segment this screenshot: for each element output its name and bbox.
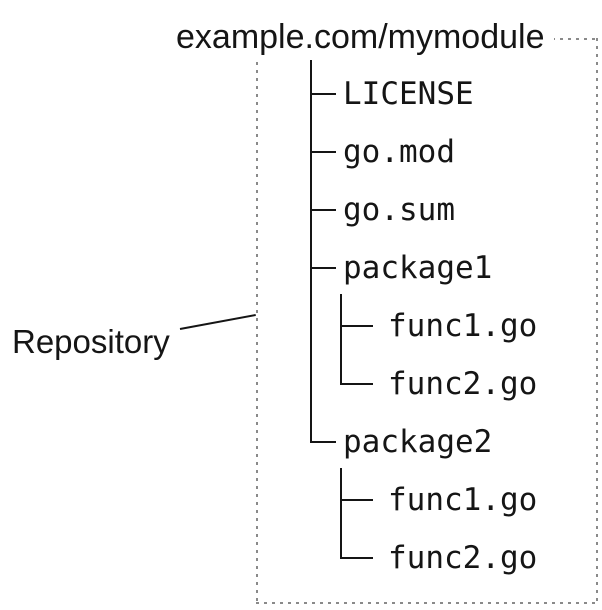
boundary-bottom-edge [256, 602, 598, 604]
tree-sub-branch-line [340, 325, 373, 327]
tree-item-label: package2 [343, 424, 493, 460]
tree-item-label: go.mod [343, 134, 455, 170]
tree-branch-line [310, 209, 336, 211]
tree-item-label: LICENSE [343, 76, 474, 112]
tree-sub-branch-line [340, 557, 373, 559]
tree-subitem-label: func2.go [388, 540, 538, 576]
tree-sub-branch-line [340, 383, 373, 385]
repository-annotation-label: Repository [12, 323, 170, 360]
tree-item-label: go.sum [343, 192, 455, 228]
tree-sub-branch-line [340, 499, 373, 501]
tree-trunk-line [310, 60, 312, 443]
tree-subitem-label: func1.go [388, 482, 538, 518]
tree-branch-line [310, 441, 336, 443]
subtree-trunk-line [340, 468, 342, 559]
tree-item-label: package1 [343, 250, 493, 286]
boundary-left-edge [256, 38, 258, 604]
tree-subitem-label: func1.go [388, 308, 538, 344]
tree-subitem-label: func2.go [388, 366, 538, 402]
tree-branch-line [310, 93, 336, 95]
tree-branch-line [310, 151, 336, 153]
tree-branch-line [310, 267, 336, 269]
module-path-title: example.com/mymodule [166, 16, 555, 58]
boundary-right-edge [596, 38, 598, 604]
subtree-trunk-line [340, 294, 342, 385]
